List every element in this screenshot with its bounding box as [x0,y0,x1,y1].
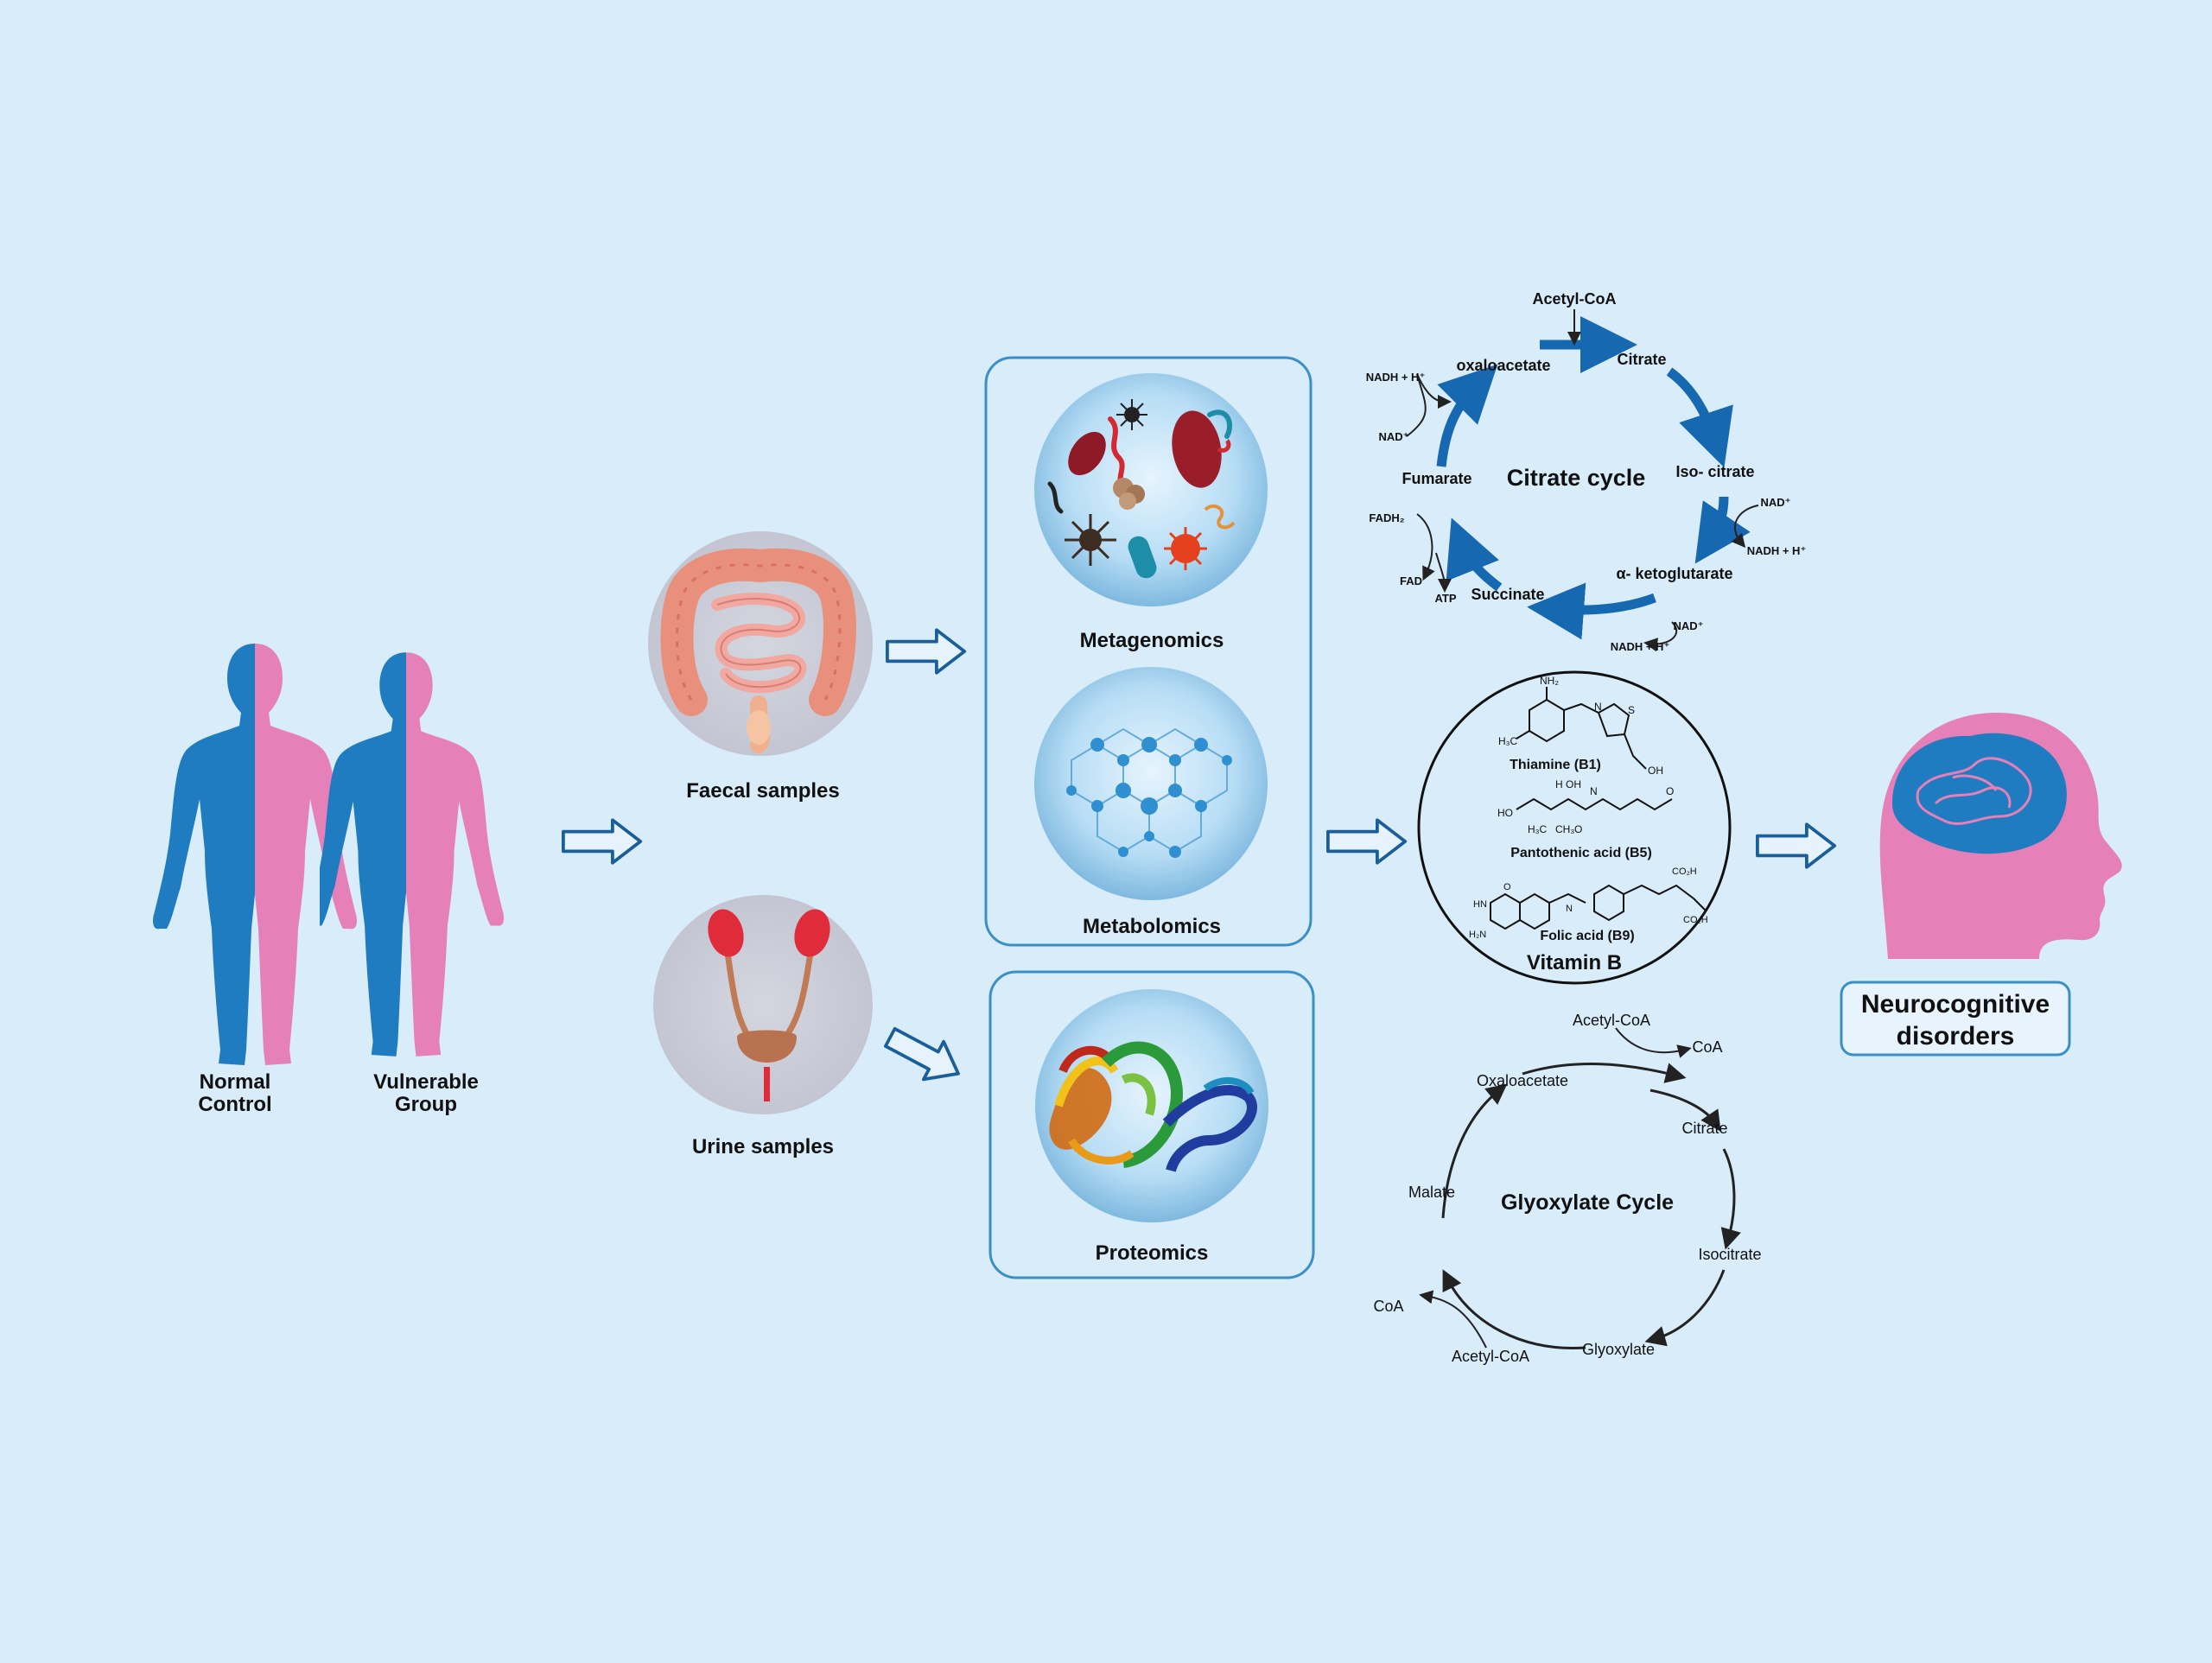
folic-label: Folic acid (B9) [1540,929,1634,943]
folic-co2h-top: CO₂H [1672,866,1697,877]
arrow-to-vitamin-b [1326,818,1408,865]
cc-fumarate: Fumarate [1402,470,1471,487]
thiamine-n: N [1594,701,1602,713]
citrate-cycle-title: Citrate cycle [1507,465,1646,491]
panto-ho: HO [1497,807,1513,819]
metabolomics-sphere [1034,667,1268,900]
cc-acetyl-coa: Acetyl-CoA [1532,290,1616,308]
pantothenic-label: Pantothenic acid (B5) [1510,846,1652,860]
normal-label-line2: Control [198,1093,271,1116]
vulnerable-group-figure [320,652,505,1057]
thiamine-label: Thiamine (B1) [1510,758,1601,772]
cc-fadh2: FADH₂ [1369,511,1404,524]
outcome-label-line1: Neurocognitive [1861,990,2050,1019]
arrow-faecal-to-omics [886,628,967,675]
gc-acetyl-coa-top: Acetyl-CoA [1573,1012,1650,1029]
thiamine-s: S [1628,704,1635,716]
cc-oxaloacetate: oxaloacetate [1456,357,1550,374]
gc-acetyl-coa-bottom: Acetyl-CoA [1452,1348,1529,1365]
cc-nad-right: NAD⁺ [1760,496,1790,509]
cc-nadh-left: NADH + H⁺ [1366,371,1426,384]
urine-samples-label: Urine samples [692,1135,834,1158]
cc-ketoglutarate: α- ketoglutarate [1616,565,1732,582]
citrate-cycle: Citrate cycle Acetyl-CoA Citrate oxaloac… [1366,290,1807,653]
metagenomics-label: Metagenomics [1080,629,1224,652]
panto-h3c: H₃C [1528,823,1548,835]
folic-o: O [1503,882,1511,892]
urine-sample-icon [653,895,873,1114]
vulnerable-label-line2: Group [395,1093,457,1116]
faecal-sample-icon [648,531,873,756]
cc-atp: ATP [1434,592,1456,605]
panto-oh: OH [1566,778,1581,790]
glyoxylate-cycle: Glyoxylate Cycle Acetyl-CoA CoA Oxaloace… [1373,1012,1761,1365]
cc-citrate: Citrate [1617,351,1666,368]
faecal-samples-label: Faecal samples [686,779,839,803]
omics-box-bottom [988,970,1315,1279]
outcome-box [1840,981,2071,1057]
cc-iso-citrate: Iso- citrate [1675,463,1754,480]
arrow-to-samples [562,818,643,865]
gc-glyoxylate: Glyoxylate [1582,1341,1655,1358]
cc-nadh-right: NADH + H⁺ [1747,544,1807,557]
thiamine-h3c: H₃C [1498,735,1518,747]
glyoxylate-cycle-title: Glyoxylate Cycle [1501,1190,1674,1215]
cc-nadh-bottom: NADH + H⁺ [1611,640,1670,653]
panto-n: N [1590,785,1598,797]
vitamin-b-title: Vitamin B [1527,951,1622,974]
gc-oxaloacetate: Oxaloacetate [1477,1072,1568,1089]
gc-citrate: Citrate [1681,1120,1727,1137]
cc-fad: FAD [1400,574,1422,587]
panto-o: O [1574,823,1582,835]
cc-nad-bottom: NAD⁺ [1673,619,1703,632]
brain-head-icon [1879,713,2122,959]
gc-malate: Malate [1408,1184,1455,1201]
metagenomics-sphere [1034,373,1268,606]
panto-h: H [1555,778,1563,790]
cc-succinate: Succinate [1471,586,1544,603]
folic-h2n: H₂N [1469,930,1486,940]
arrow-urine-to-proteomics [878,1017,970,1095]
vulnerable-label-line1: Vulnerable [373,1070,479,1094]
outcome-label-line2: disorders [1897,1022,2015,1050]
metabolomics-label: Metabolomics [1083,915,1221,938]
folic-hn: HN [1473,899,1487,910]
proteomics-label: Proteomics [1096,1241,1209,1265]
proteomics-sphere [1035,989,1268,1222]
panto-ch3: CH₃ [1555,823,1574,835]
gc-coa-top: CoA [1692,1038,1722,1056]
folic-n: N [1566,904,1573,914]
folic-co2h-bottom: CO₂H [1683,915,1708,925]
thiamine-nh2: NH₂ [1540,675,1559,687]
arrow-to-outcome [1756,822,1837,869]
omics-box-top [984,356,1313,947]
gc-coa-bottom: CoA [1373,1298,1403,1315]
gc-isocitrate: Isocitrate [1698,1246,1761,1263]
cc-nad-left: NAD⁺ [1378,430,1408,443]
pantothenic-structure [1516,797,1673,811]
thiamine-structure [1516,687,1647,770]
panto-o2: O [1666,785,1674,797]
vitamin-b-circle: NH₂ H₃C N S OH Thiamine (B1) HO H OH H₃C… [1417,670,1732,985]
folic-structure [1490,884,1707,930]
normal-label-line1: Normal [200,1070,271,1094]
thiamine-oh: OH [1648,765,1663,777]
